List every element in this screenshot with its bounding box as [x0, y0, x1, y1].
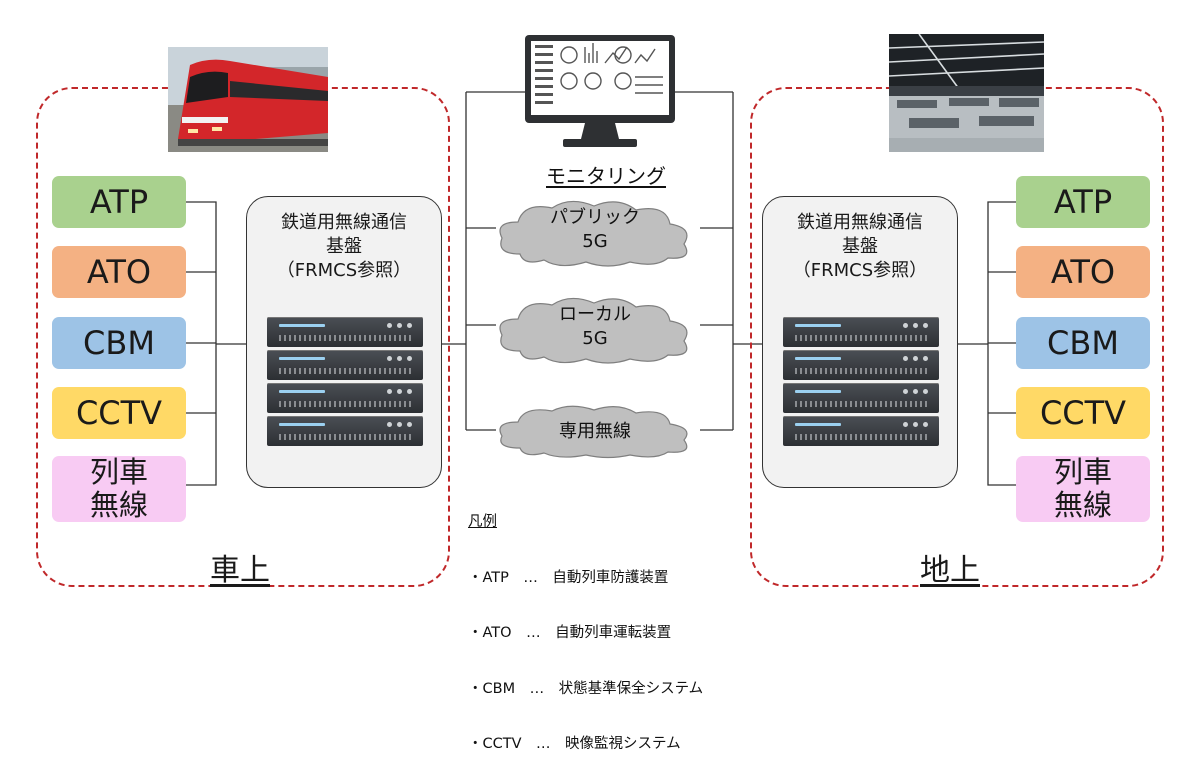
platform-title-line3: （FRMCS参照） [792, 260, 928, 281]
onboard-zone-label: 車上 [210, 553, 270, 588]
cloud-icon-local-5g [499, 297, 688, 364]
network-dedicated-radio: 専用無線 [520, 420, 670, 444]
network-public-5g: パブリック 5G [520, 206, 670, 254]
function-label: CBM [83, 324, 155, 362]
network-local-sub: 5G [582, 328, 608, 349]
server-rack-icon [267, 383, 423, 413]
function-label: ATO [1050, 253, 1116, 291]
legend-item-ato: ・ATO … 自動列車運転装置 [468, 625, 672, 641]
function-label-line2: 無線 [1053, 488, 1112, 522]
ground-function-ato: ATO [1016, 246, 1150, 298]
connection-lines [186, 91, 1016, 486]
ground-function-cctv: CCTV [1016, 387, 1150, 439]
ground-function-train-radio: 列車 無線 [1016, 456, 1150, 522]
ground-function-atp: ATP [1016, 176, 1150, 228]
cloud-icon-public-5g [499, 200, 688, 267]
function-label: CCTV [1039, 394, 1127, 432]
function-label-line1: 列車 [89, 455, 148, 489]
server-rack-icon [267, 317, 423, 347]
ground-function-cbm: CBM [1016, 317, 1150, 369]
network-public-label: パブリック [550, 207, 640, 228]
monitoring-label: モニタリング [546, 164, 666, 188]
onboard-function-cbm: CBM [52, 317, 186, 369]
server-rack-icon [783, 416, 939, 446]
function-label: ATO [86, 253, 152, 291]
network-dedicated-label: 専用無線 [559, 421, 631, 442]
platform-title-line1: 鉄道用無線通信 [281, 212, 407, 233]
platform-title-line1: 鉄道用無線通信 [797, 212, 923, 233]
legend-item-cctv: ・CCTV … 映像監視システム [468, 736, 681, 752]
platform-title-line3: （FRMCS参照） [276, 260, 412, 281]
train-photo [168, 47, 328, 152]
monitor-icon [523, 33, 677, 153]
server-rack-icon [267, 350, 423, 380]
server-rack-icon [783, 317, 939, 347]
ground-zone-label: 地上 [920, 553, 980, 588]
legend-item-cbm: ・CBM … 状態基準保全システム [468, 680, 704, 697]
platform-title: 鉄道用無線通信 基盤 （FRMCS参照） [763, 211, 957, 283]
platform-title-line2: 基盤 [842, 236, 878, 257]
function-label-line1: 列車 [1053, 455, 1112, 489]
cloud-icon-dedicated-radio [499, 405, 688, 459]
function-label: ATP [1053, 183, 1113, 221]
function-label: CCTV [75, 394, 163, 432]
onboard-function-atp: ATP [52, 176, 186, 228]
control-room-photo [889, 34, 1044, 152]
platform-title-line2: 基盤 [326, 236, 362, 257]
network-public-sub: 5G [582, 231, 608, 252]
server-rack-icon [783, 383, 939, 413]
legend-item-atp: ・ATP … 自動列車防護装置 [468, 569, 669, 586]
server-rack-icon [783, 350, 939, 380]
onboard-function-ato: ATO [52, 246, 186, 298]
legend: 凡例 ・ATP … 自動列車防護装置 ・ATO … 自動列車運転装置 ・CBM … [468, 476, 703, 772]
onboard-function-cctv: CCTV [52, 387, 186, 439]
legend-title: 凡例 [468, 514, 497, 530]
network-local-label: ローカル [559, 304, 631, 325]
onboard-function-train-radio: 列車 無線 [52, 456, 186, 522]
function-label: ATP [89, 183, 149, 221]
server-rack-icon [267, 416, 423, 446]
platform-title: 鉄道用無線通信 基盤 （FRMCS参照） [247, 211, 441, 283]
network-local-5g: ローカル 5G [520, 303, 670, 351]
ground-frmcs-platform: 鉄道用無線通信 基盤 （FRMCS参照） [762, 196, 958, 488]
function-label: CBM [1047, 324, 1119, 362]
function-label-line2: 無線 [89, 488, 148, 522]
onboard-frmcs-platform: 鉄道用無線通信 基盤 （FRMCS参照） [246, 196, 442, 488]
